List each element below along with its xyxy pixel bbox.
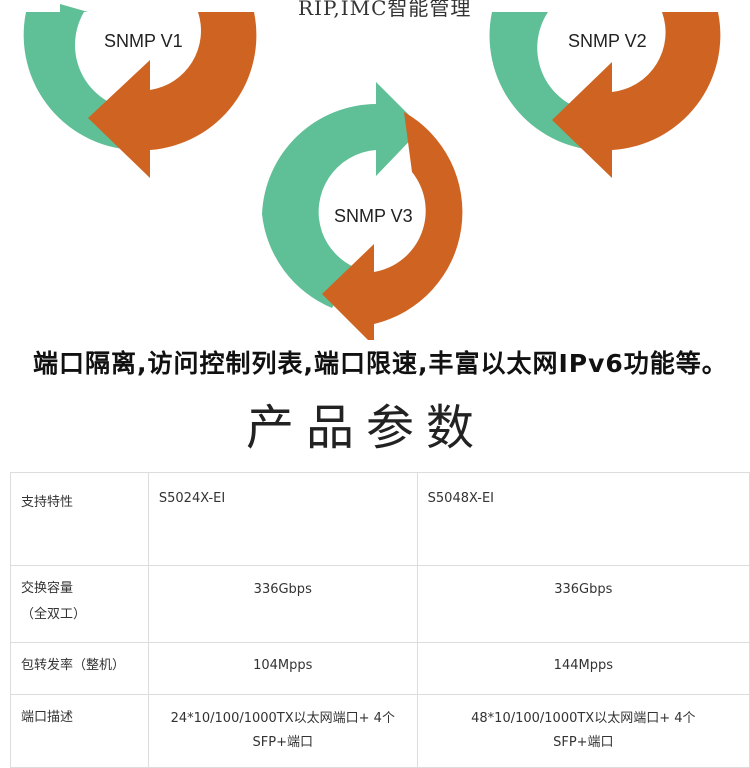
row-label: 包转发率（整机） <box>10 642 149 695</box>
row-value-2: 48*10/100/1000TX以太网端口+ 4个 SFP+端口 <box>416 694 750 768</box>
params-table: 支持特性 S5024X-EI S5048X-EI 交换容量 （全双工） 336G… <box>10 472 750 768</box>
row-label: 交换容量 （全双工） <box>10 565 149 643</box>
header-model-1: S5024X-EI <box>147 472 418 566</box>
row-value-2-line1: 48*10/100/1000TX以太网端口+ 4个 <box>471 711 696 726</box>
table-header-row: 支持特性 S5024X-EI S5048X-EI <box>10 472 750 566</box>
snmp-v2-cycle: SNMP V2 <box>489 12 721 178</box>
row-value-1: 24*10/100/1000TX以太网端口+ 4个 SFP+端口 <box>147 694 418 768</box>
snmp-v1-label: SNMP V1 <box>104 31 183 51</box>
snmp-v3-cycle: SNMP V3 <box>262 82 463 346</box>
row-value-2: 336Gbps <box>416 565 750 643</box>
row-label-line1: 交换容量 <box>21 581 74 596</box>
row-value-1: 104Mpps <box>147 642 418 695</box>
snmp-cycle-graphic: SNMP V1 SNMP V2 SNMP V3 <box>23 4 721 346</box>
row-value-2: 144Mpps <box>416 642 750 695</box>
snmp-diagram: SNMP V1 SNMP V2 SNMP V3 RIP,IMC智能管理 <box>0 0 750 346</box>
section-title: 产品参数 <box>246 400 487 456</box>
row-value-1-line2: SFP+端口 <box>252 735 313 750</box>
row-value-1: 336Gbps <box>147 565 418 643</box>
row-label: 端口描述 <box>10 694 149 768</box>
snmp-v1-cycle: SNMP V1 <box>23 4 257 178</box>
table-row: 端口描述 24*10/100/1000TX以太网端口+ 4个 SFP+端口 48… <box>10 694 750 768</box>
snmp-v2-label: SNMP V2 <box>568 31 647 51</box>
feature-summary: 端口隔离,访问控制列表,端口限速,丰富以太网IPv6功能等。 <box>33 349 728 378</box>
row-value-2-line2: SFP+端口 <box>553 735 614 750</box>
snmp-v3-label: SNMP V3 <box>334 206 413 226</box>
header-model-2: S5048X-EI <box>416 472 750 566</box>
table-row: 交换容量 （全双工） 336Gbps 336Gbps <box>10 565 750 643</box>
header-feature: 支持特性 <box>10 472 149 566</box>
table-row: 包转发率（整机） 104Mpps 144Mpps <box>10 642 750 695</box>
diagram-caption: RIP,IMC智能管理 <box>298 0 472 20</box>
row-label-line2: （全双工） <box>21 607 87 622</box>
row-value-1-line1: 24*10/100/1000TX以太网端口+ 4个 <box>170 711 395 726</box>
